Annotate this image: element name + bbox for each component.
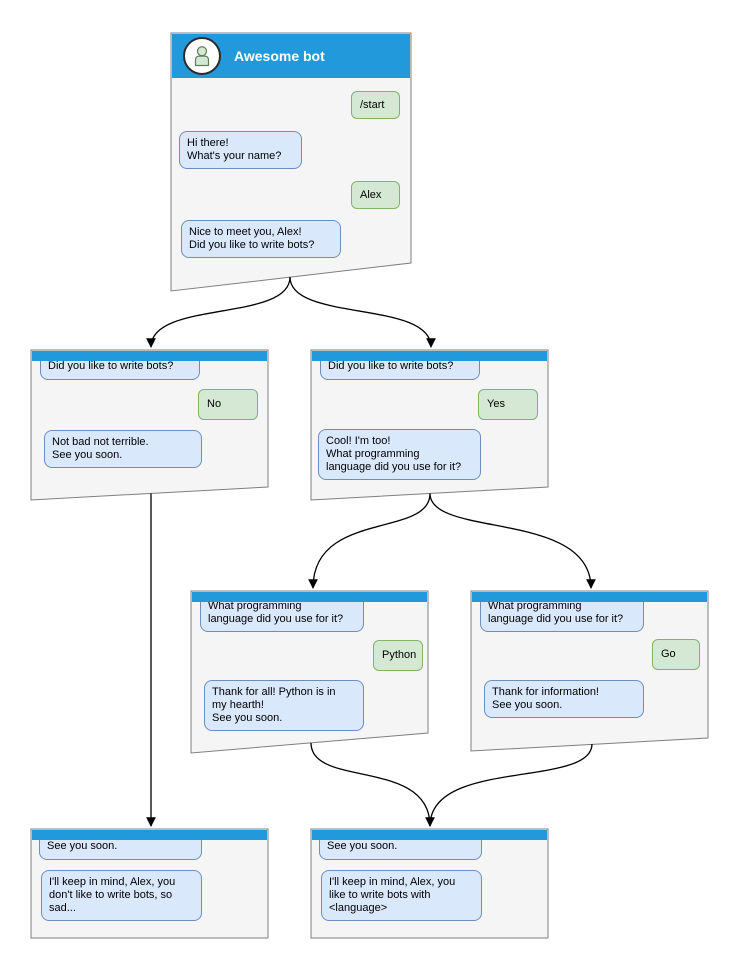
user-bubble-yes: Yes xyxy=(478,389,538,420)
edge-go-to-end-yes xyxy=(429,743,593,827)
bot-bubble-thanks-info: Thank for information! See you soon. xyxy=(484,680,644,718)
user-bubble-start-command: /start xyxy=(351,91,400,119)
titlebar-python xyxy=(192,592,427,602)
edge-start-to-branch-yes xyxy=(289,276,436,348)
titlebar-branch-no xyxy=(32,351,267,361)
bot-bubble-not-bad: Not bad not terrible. See you soon. xyxy=(44,430,202,468)
bot-bubble-cool-im-too: Cool! I'm too! What programming language… xyxy=(318,429,481,480)
titlebar-go xyxy=(472,592,707,602)
bot-bubble-greeting: Hi there! What's your name? xyxy=(179,131,302,169)
edge-branch-yes-to-python xyxy=(308,493,431,589)
bot-name-title: Awesome bot xyxy=(234,48,325,64)
user-bubble-python: Python xyxy=(373,640,423,671)
user-bubble-go: Go xyxy=(652,639,700,670)
edge-python-to-end-yes xyxy=(310,742,435,827)
bot-avatar xyxy=(183,37,221,75)
bot-bubble-keep-in-mind-no: I'll keep in mind, Alex, you don't like … xyxy=(41,870,202,921)
titlebar-end-no xyxy=(32,830,267,840)
user-bubble-name-reply: Alex xyxy=(351,181,400,209)
edge-branch-yes-to-go xyxy=(429,493,596,589)
titlebar-branch-yes xyxy=(312,351,547,361)
titlebar-start: Awesome bot xyxy=(172,34,410,78)
bot-bubble-keep-in-mind-yes: I'll keep in mind, Alex, you like to wri… xyxy=(321,870,482,921)
titlebar-end-yes xyxy=(312,830,547,840)
bot-bubble-see-you-soon-no: See you soon. xyxy=(39,832,202,860)
bot-bubble-nice-to-meet: Nice to meet you, Alex! Did you like to … xyxy=(181,220,341,258)
person-icon xyxy=(194,46,210,67)
user-bubble-no: No xyxy=(198,389,258,420)
bot-bubble-python-hearth: Thank for all! Python is in my hearth! S… xyxy=(204,680,364,731)
edge-start-to-branch-no xyxy=(146,276,291,348)
